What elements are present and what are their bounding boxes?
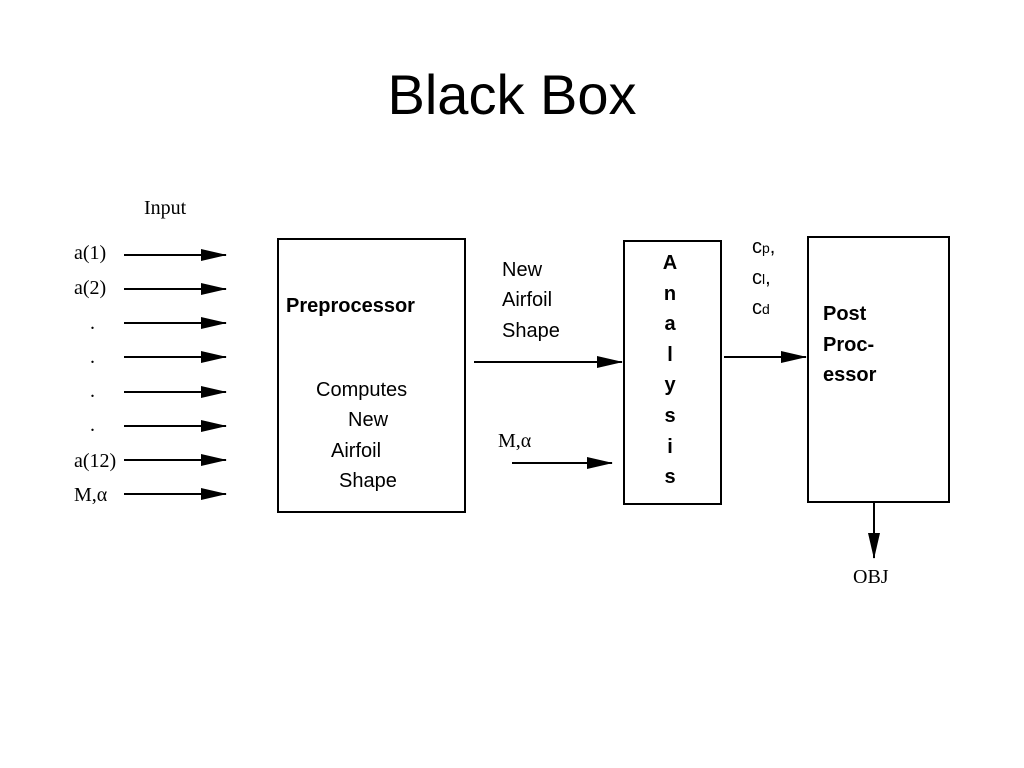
coefficient-subscript: p: [762, 240, 770, 256]
coefficient-base: c: [752, 236, 762, 258]
new-shape-label-line: Shape: [502, 320, 560, 342]
analysis-label: A n a l y s i s: [655, 248, 685, 493]
new-shape-label-line: New: [502, 259, 543, 281]
analysis-letter: s: [664, 466, 676, 489]
postprocessor-label-line: essor: [823, 364, 877, 386]
input-label-dot: .: [90, 414, 95, 436]
coefficient-cp: cp,: [752, 236, 775, 259]
preprocessor-desc-line: New: [348, 409, 389, 431]
input-label-a12: a(12): [74, 450, 117, 472]
analysis-box: [623, 240, 722, 505]
postprocessor-label-line: Proc-: [823, 334, 875, 356]
mach-alpha-label: M,α: [498, 430, 532, 452]
coefficient-base: c: [752, 267, 762, 289]
preprocessor-desc-line: Computes: [316, 379, 408, 401]
input-label-a1: a(1): [74, 242, 107, 264]
input-arrows: [124, 249, 227, 500]
input-label-dot: .: [90, 380, 95, 402]
coefficient-subscript: d: [762, 301, 770, 317]
output-label: OBJ: [853, 566, 889, 588]
input-label-dot: .: [90, 312, 95, 334]
input-heading: Input: [144, 197, 187, 219]
preprocessor-desc-line: Airfoil: [331, 440, 382, 462]
preprocessor-desc-line: Shape: [339, 470, 397, 492]
diagram-title: Black Box: [387, 63, 637, 126]
coefficient-separator: ,: [765, 267, 771, 289]
analysis-letter: n: [663, 282, 677, 305]
new-shape-label-line: Airfoil: [502, 289, 553, 311]
preprocessor-box: [277, 238, 466, 513]
coefficient-subscript: l: [762, 271, 766, 287]
analysis-letter: s: [664, 404, 676, 427]
analysis-letter: l: [667, 343, 673, 366]
input-label-mach-alpha: M,α: [74, 484, 108, 506]
input-label-a2: a(2): [74, 277, 107, 299]
coefficient-cl: cl,: [752, 267, 771, 290]
postprocessor-label-line: Post: [823, 303, 867, 325]
input-label-dot: .: [90, 346, 95, 368]
preprocessor-title: Preprocessor: [286, 295, 415, 317]
postprocessor-box: [807, 236, 950, 503]
coefficient-separator: ,: [769, 236, 776, 258]
analysis-letter: y: [664, 374, 676, 397]
analysis-letter: i: [667, 435, 673, 458]
analysis-letter: a: [664, 313, 676, 336]
coefficient-cd: cd: [752, 297, 770, 320]
coefficient-base: c: [752, 297, 762, 319]
analysis-letter: A: [662, 252, 678, 274]
